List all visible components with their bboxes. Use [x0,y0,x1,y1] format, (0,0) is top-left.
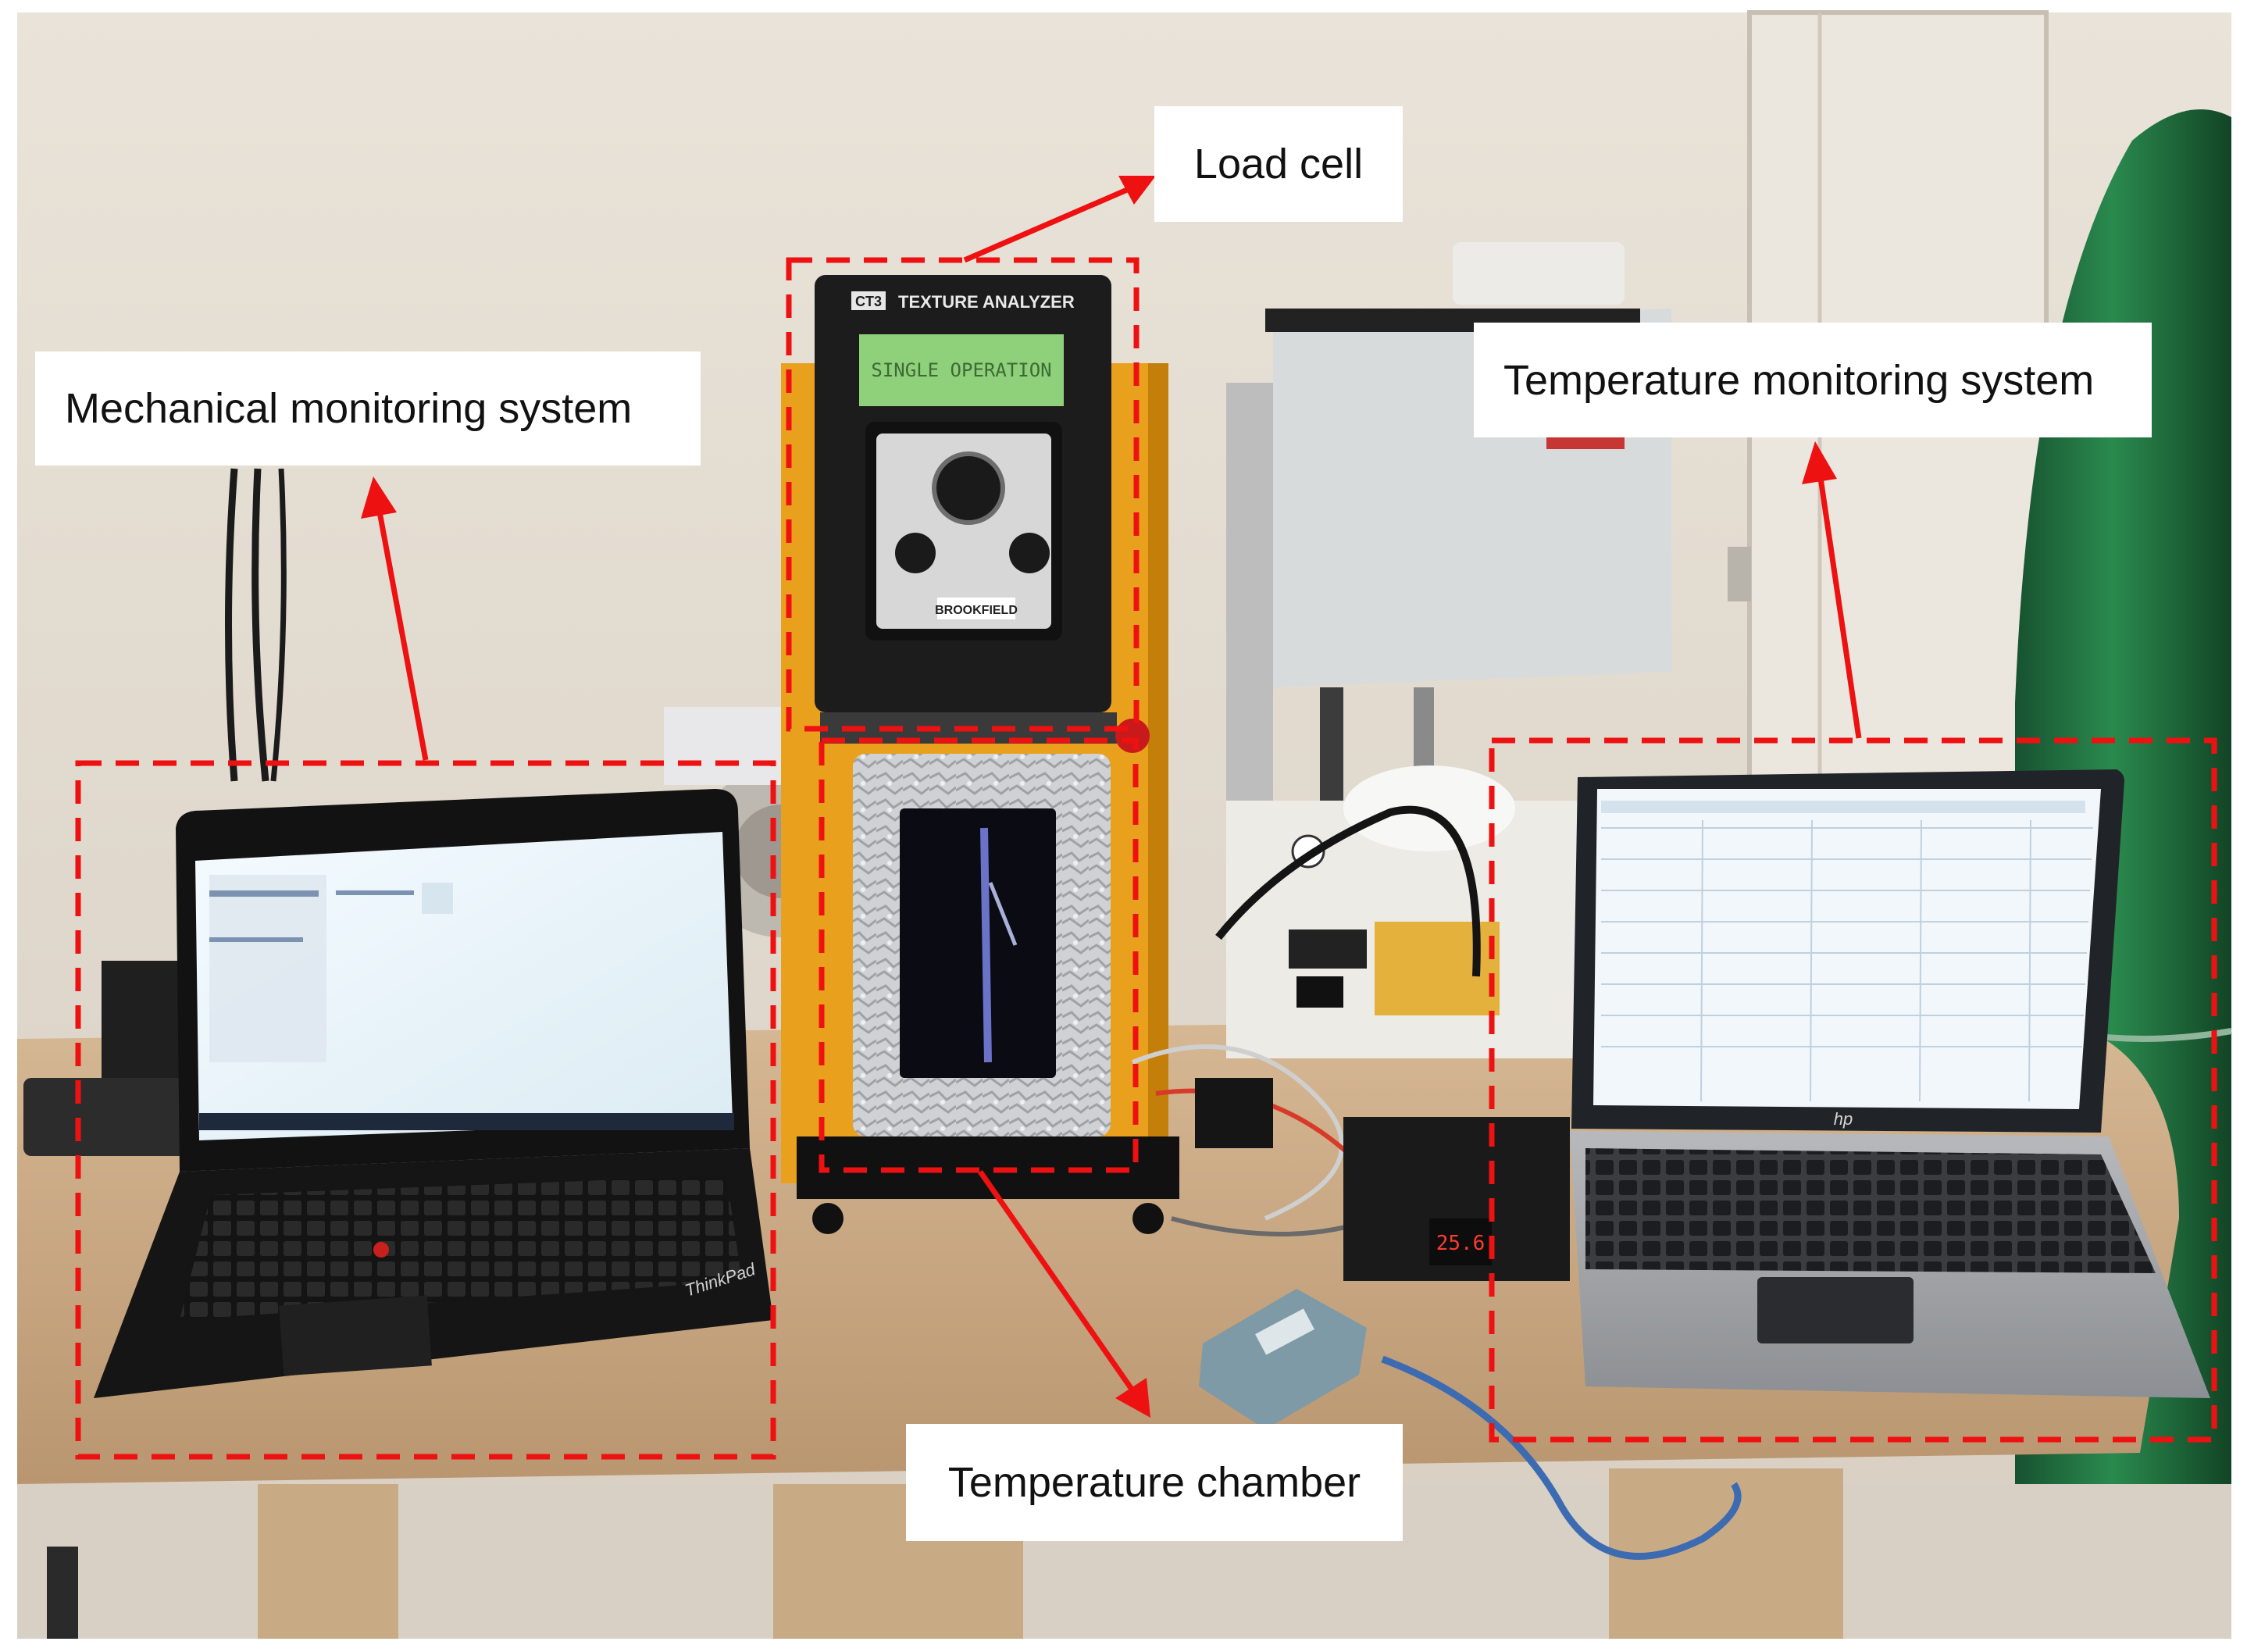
analyzer-button-right [1009,533,1050,573]
arrows [361,176,1862,1418]
label-mechanical-monitoring: Mechanical monitoring system [35,351,701,466]
analyzer-brand: TEXTURE ANALYZER [898,292,1075,312]
laptop-left-touchpad [279,1295,432,1376]
hard-drive [23,1078,195,1156]
trackpoint [373,1242,389,1258]
label-temperature-chamber: Temperature chamber [906,1424,1403,1541]
temperature-chamber-box [853,754,1111,1136]
label-load-cell: Load cell [1154,106,1403,222]
analyzer-dial [932,451,1005,525]
usb-cable [1381,1355,1742,1560]
controller-display-value: 25.6 [1436,1232,1486,1255]
label-temperature-chamber-text: Temperature chamber [947,1459,1361,1506]
label-mechanical-monitoring-text: Mechanical monitoring system [65,385,633,432]
analyzer-badge: BROOKFIELD [935,604,1018,617]
analyzer-logo: CT3 [855,294,882,309]
laptop-right: hp [1570,769,2210,1398]
texture-analyzer: CT3 TEXTURE ANALYZER SINGLE OPERATION BR… [781,275,1179,1234]
laptop-left-screen [195,832,733,1140]
door-hinge [1728,547,1751,601]
photo-frame: CT3 TEXTURE ANALYZER SINGLE OPERATION BR… [17,10,2232,1639]
label-temperature-monitoring-text: Temperature monitoring system [1503,356,2095,404]
temperature-chamber-region [819,737,1139,1173]
mechanical-region [75,760,776,1460]
load-cell-region [786,257,1140,732]
laptop-right-touchpad [1757,1277,1914,1343]
laptop-right-screen [1593,789,2101,1109]
laptop-left: ThinkPad [94,789,773,1398]
label-load-cell-text: Load cell [1193,141,1364,187]
daq-device [1199,1289,1367,1429]
temperature-controller: 25.6 [1195,1078,1570,1281]
annotation-layer [75,257,2217,1460]
analyzer-button-left [895,533,936,573]
temperature-monitoring-region [1489,737,2217,1443]
analyzer-lcd [859,334,1064,406]
label-temperature-monitoring: Temperature monitoring system [1474,323,2152,437]
emergency-stop [1115,719,1150,753]
laptop-right-brand: hp [1834,1109,1853,1129]
analyzer-lcd-text: SINGLE OPERATION [871,359,1051,381]
